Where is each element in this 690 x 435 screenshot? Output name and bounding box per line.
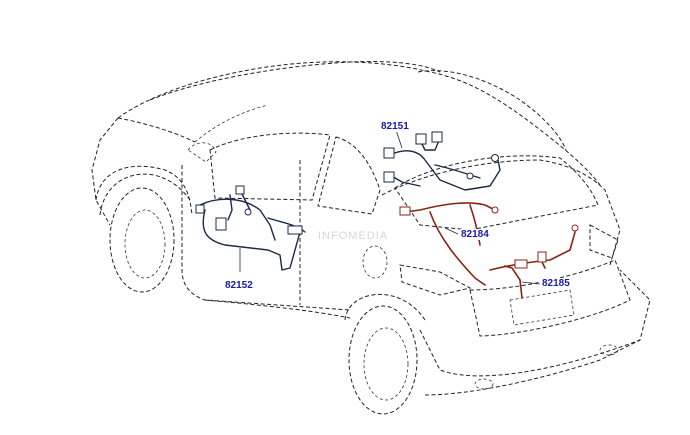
- rear-window: [394, 155, 599, 231]
- roof-spoiler: [417, 70, 567, 151]
- rear-bumper: [419, 269, 651, 377]
- connector: [431, 131, 443, 143]
- front-door-window: [209, 132, 331, 201]
- taillight-left: [399, 264, 472, 296]
- leader-82185: [521, 281, 541, 285]
- harness-82151[interactable]: [383, 131, 501, 191]
- license-plate: [509, 289, 575, 326]
- connector: [287, 225, 303, 235]
- watermark: INFOMEDIA: [318, 230, 389, 242]
- connector: [215, 217, 227, 231]
- harness-82184[interactable]: [399, 202, 499, 286]
- connector: [383, 171, 395, 183]
- taillight-right: [589, 224, 619, 259]
- connector: [514, 259, 528, 269]
- rear-quarter-window: [317, 136, 381, 215]
- fuel-lid: [362, 245, 388, 279]
- mirror: [187, 142, 217, 163]
- front-wheel-inner: [124, 209, 166, 279]
- rear-panel: [469, 259, 631, 337]
- part-label-82152[interactable]: 82152: [224, 280, 254, 291]
- connector: [235, 185, 245, 195]
- connector: [415, 133, 427, 145]
- exhaust-left: [474, 378, 494, 390]
- connector: [399, 206, 411, 216]
- leader-82151: [395, 129, 403, 149]
- connector: [383, 147, 395, 159]
- part-label-82151[interactable]: 82151: [380, 121, 410, 132]
- rear-wheel-arch: [344, 294, 426, 321]
- harness-82152[interactable]: [195, 185, 306, 271]
- bonnet-top: [117, 117, 196, 143]
- leader-82184: [444, 227, 459, 235]
- clip: [571, 224, 579, 232]
- roof-top-edge: [149, 61, 441, 101]
- connector: [537, 251, 547, 263]
- side-body-upper: [181, 165, 351, 311]
- front-fender: [95, 165, 193, 216]
- front-wheel-arch: [99, 173, 191, 216]
- connector: [195, 204, 205, 214]
- part-label-82184[interactable]: 82184: [460, 229, 490, 240]
- a-pillar: [194, 104, 269, 143]
- front-wheel-outer: [109, 187, 175, 293]
- rear-wheel-outer: [348, 305, 418, 415]
- clip: [491, 154, 499, 162]
- clip: [466, 172, 474, 180]
- harness-82185[interactable]: [489, 224, 579, 299]
- clip: [244, 208, 252, 216]
- exhaust-right: [599, 344, 619, 356]
- sill-line: [204, 299, 351, 319]
- rear-hatch-outline: [381, 159, 621, 266]
- rear-wheel-inner: [363, 327, 409, 401]
- part-label-82185[interactable]: 82185: [541, 278, 571, 289]
- clip: [491, 206, 499, 214]
